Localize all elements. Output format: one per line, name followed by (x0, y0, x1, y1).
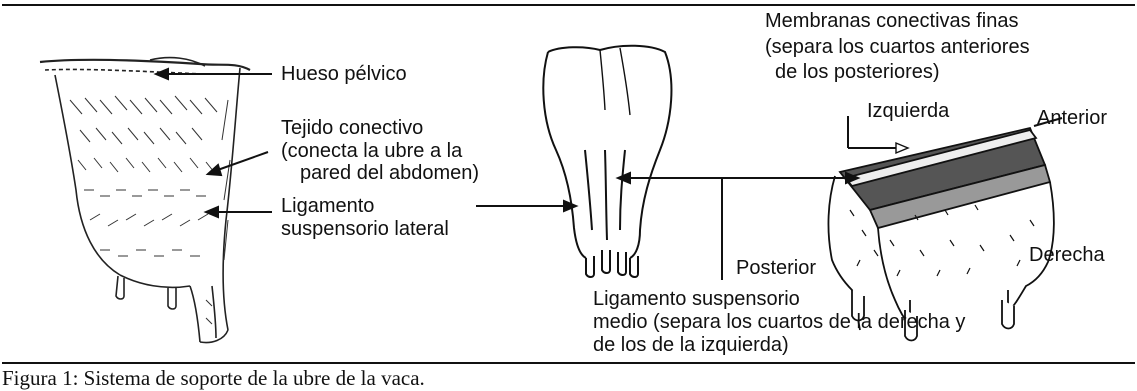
label-ligamento-medio-3: de los de la izquierda) (593, 334, 789, 356)
leader-lines (153, 67, 1063, 280)
bottom-rule (2, 362, 1135, 364)
label-ligamento-lateral-2: suspensorio lateral (281, 218, 449, 240)
label-membranas-1: Membranas conectivas finas (765, 10, 1019, 32)
label-ligamento-lateral-1: Ligamento (281, 195, 375, 217)
label-tejido-conectivo-1: Tejido conectivo (281, 117, 424, 139)
cow-side-illustration (39, 56, 251, 344)
label-tejido-conectivo-3: pared del abdomen) (300, 162, 480, 184)
label-membranas-3: de los posteriores) (775, 61, 940, 83)
label-izquierda: Izquierda (867, 100, 950, 122)
udder-rear-illustration (542, 44, 673, 278)
label-derecha: Derecha (1029, 244, 1105, 266)
label-tejido-conectivo-2: (conecta la ubre a la (281, 140, 463, 162)
label-hueso-pelvico: Hueso pélvico (281, 63, 407, 85)
figure-caption: Figura 1: Sistema de soporte de la ubre … (2, 366, 425, 390)
label-anterior: Anterior (1037, 107, 1108, 129)
label-membranas-2: (separa los cuartos anteriores (765, 36, 1030, 58)
top-rule (2, 4, 1135, 6)
label-posterior: Posterior (736, 257, 817, 279)
label-ligamento-medio-1: Ligamento suspensorio (593, 288, 800, 310)
label-ligamento-medio-2: medio (separa los cuartos de la derecha … (593, 311, 966, 333)
udder-cross-section-illustration (827, 126, 1055, 342)
